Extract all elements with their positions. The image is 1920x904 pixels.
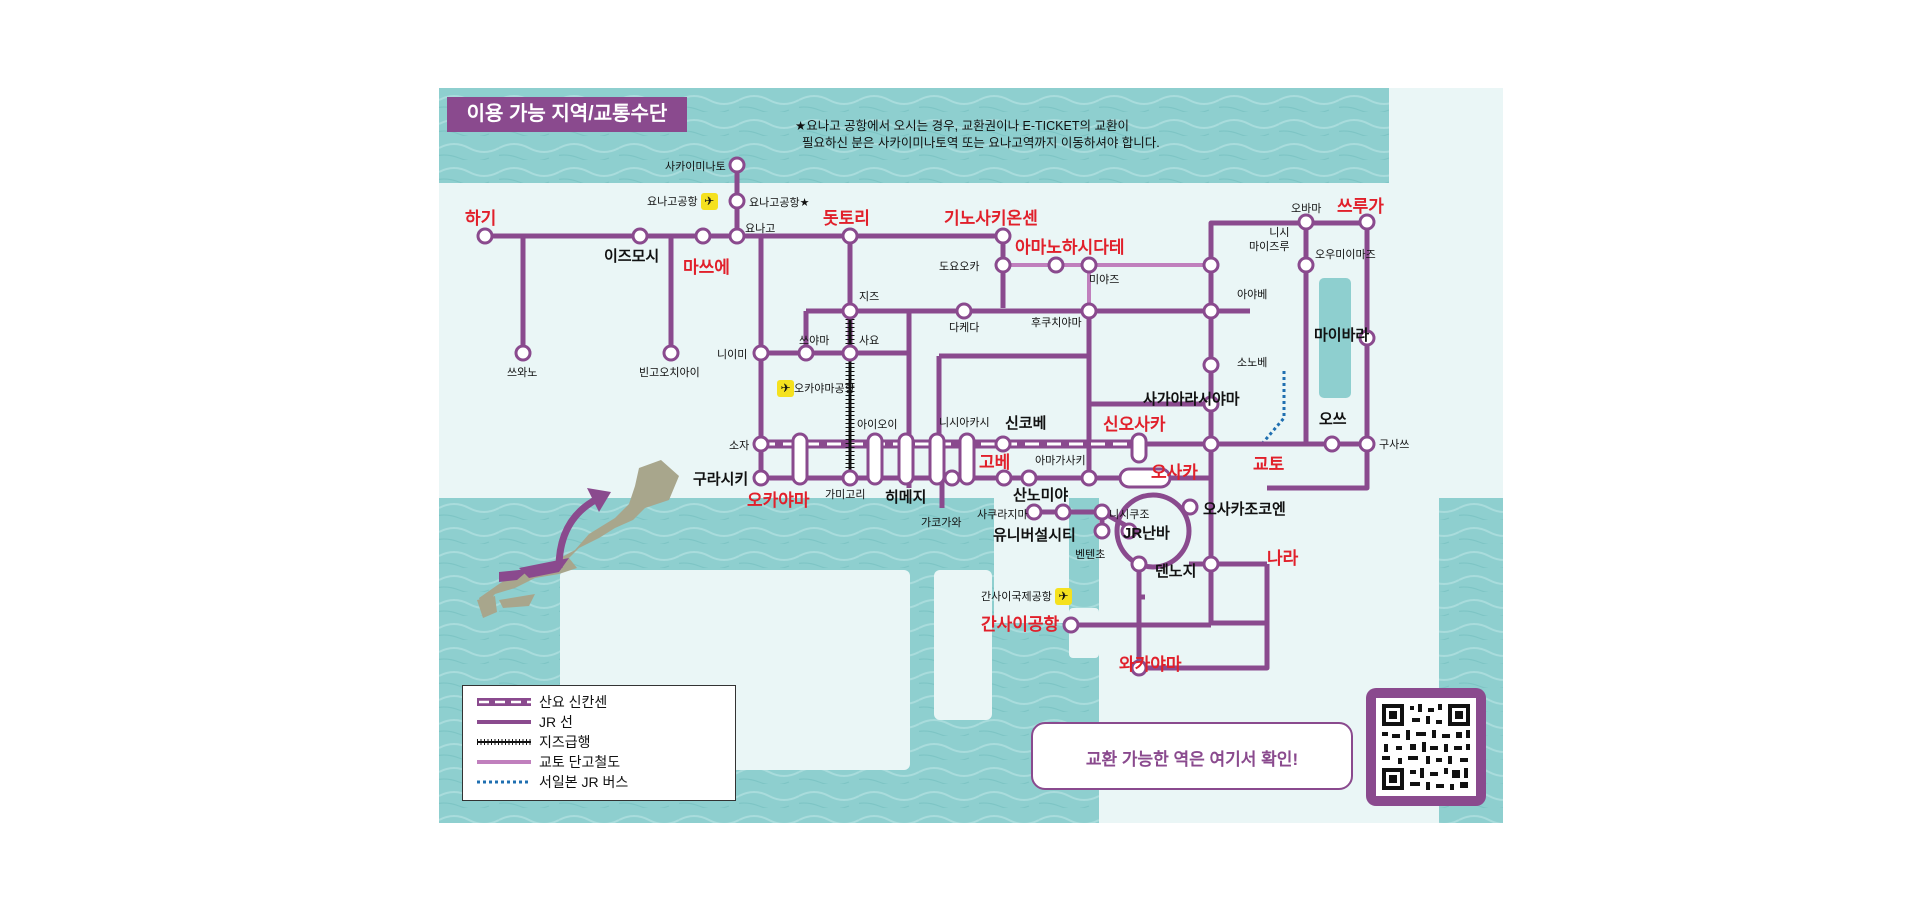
legend-jr: JR 선 — [477, 714, 573, 730]
station-saga-arashiyama: 사가아라시야마 — [1143, 391, 1240, 408]
station-otsu: 오쓰 — [1319, 411, 1347, 428]
station-wakayama: 와카야마 — [1119, 655, 1182, 674]
station-kakogawa: 가코가와 — [921, 517, 962, 529]
map-title: 이용 가능 지역/교통수단 — [447, 97, 687, 132]
station-sakaiminato: 사카이미나토 — [665, 161, 726, 173]
airplane-icon: ✈ — [777, 380, 794, 397]
station-tsuwano: 쓰와노 — [507, 367, 538, 379]
station-omi-imazu: 오우미이마즈 — [1315, 249, 1376, 261]
station-miyazu: 미야즈 — [1089, 274, 1120, 286]
station-tsuyama: 쓰야마 — [799, 335, 830, 347]
station-sannomiya: 산노미야 — [1013, 487, 1069, 504]
map-legend: 산요 신칸센 JR 선 지즈급행 교토 단고철도 서일본 JR 버스 — [462, 685, 736, 801]
station-kobe: 고베 — [979, 453, 1011, 472]
station-niimi: 니이미 — [717, 349, 748, 361]
station-aioi: 아이오이 — [857, 419, 898, 431]
station-izumoshi: 이즈모시 — [604, 248, 660, 265]
station-kusatsu: 구사쓰 — [1379, 439, 1410, 451]
station-sonobe: 소노베 — [1237, 357, 1268, 369]
station-maibara: 마이바라 — [1314, 327, 1370, 344]
kix-station: 간사이국제공항 ✈ — [981, 588, 1072, 605]
station-matsue: 마쓰에 — [683, 258, 730, 277]
okayama-airport: ✈오카야마공항 — [777, 380, 855, 397]
interchange-markers — [791, 432, 1172, 489]
station-hagi: 하기 — [465, 209, 497, 228]
curved-arrow-icon — [555, 494, 601, 569]
station-himeji: 히메지 — [885, 489, 927, 506]
station-yonago-airport: 요나고공항★ — [749, 197, 810, 209]
station-kansai-airport: 간사이공항 — [981, 615, 1060, 634]
station-tennoji: 덴노지 — [1155, 563, 1197, 580]
yonago-airport: 요나고공항 ✈ — [647, 193, 718, 210]
lake-biwa — [1319, 278, 1351, 398]
qr-code-icon[interactable] — [1366, 688, 1486, 806]
airplane-icon: ✈ — [1054, 588, 1072, 605]
station-kinosaki-onsen: 기노사키온센 — [944, 209, 1038, 228]
legend-west-jr-bus: 서일본 JR 버스 — [477, 774, 629, 790]
station-nishi-maizuru: 니시 마이즈루 — [1249, 227, 1290, 253]
station-okayama: 오카야마 — [747, 491, 810, 510]
airport-note: ★요나고 공항에서 오시는 경우, 교환권이나 E-TICKET의 교환이 필요… — [795, 119, 1160, 150]
station-obama: 오바마 — [1291, 203, 1322, 215]
station-tottori: 돗토리 — [823, 209, 870, 228]
osaka-loop-line — [1114, 492, 1192, 570]
station-souja: 소자 — [729, 440, 750, 452]
station-sakurajima: 사쿠라지마 — [977, 509, 1028, 521]
station-shin-kobe: 신코베 — [1005, 415, 1047, 432]
station-fukuchiyama: 후쿠치야마 — [1031, 317, 1082, 329]
station-yonago: 요나고 — [745, 223, 776, 235]
station-osaka: 오사카 — [1151, 463, 1198, 482]
station-osakajokoen: 오사카조코엔 — [1203, 501, 1286, 518]
station-nara: 나라 — [1267, 549, 1299, 568]
station-bingo-ochiai: 빈고오치아이 — [639, 367, 700, 379]
station-chizu: 지즈 — [859, 291, 880, 303]
station-kurashiki: 구라시키 — [693, 471, 749, 488]
route-map: 이용 가능 지역/교통수단 ★요나고 공항에서 오시는 경우, 교환권이나 E-… — [439, 88, 1503, 823]
station-amanohashidate: 아마노하시다테 — [1015, 238, 1125, 257]
station-nishi-akashi: 니시아카시 — [939, 417, 990, 429]
station-shin-osaka: 신오사카 — [1103, 415, 1166, 434]
legend-chizu-express: 지즈급행 — [477, 734, 591, 750]
station-amagasaki: 아마가사키 — [1035, 455, 1086, 467]
station-takeda: 다케다 — [949, 322, 980, 334]
station-jr-namba: JR난바 — [1123, 525, 1170, 542]
station-toyooka: 도요오카 — [939, 261, 980, 273]
station-markers — [476, 156, 1376, 677]
station-kyoto: 교토 — [1253, 455, 1285, 474]
station-kamigori: 가미고리 — [825, 489, 866, 501]
legend-shinkansen: 산요 신칸센 — [477, 694, 608, 710]
qr-callout: 교환 가능한 역은 여기서 확인! — [1031, 722, 1353, 790]
legend-kyoto-tango: 교토 단고철도 — [477, 754, 621, 770]
station-sayo: 사요 — [859, 335, 880, 347]
station-bentencho: 벤텐초 — [1075, 549, 1106, 561]
station-ayabe: 아야베 — [1237, 289, 1268, 301]
airplane-icon: ✈ — [700, 193, 718, 210]
station-tsuruga: 쓰루가 — [1337, 197, 1384, 216]
station-universal-city: 유니버설시티 — [993, 527, 1076, 544]
station-nishikujo: 니시쿠조 — [1109, 509, 1150, 521]
